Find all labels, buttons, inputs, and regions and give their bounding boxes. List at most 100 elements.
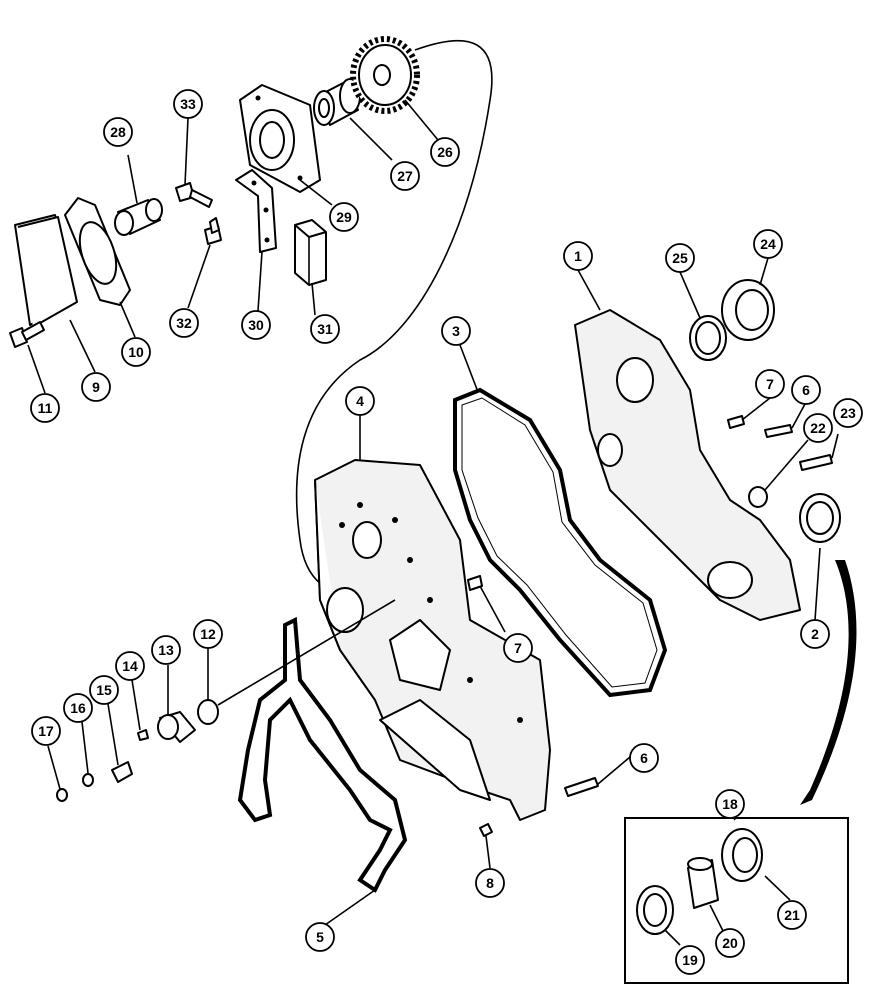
kit-seal-21 xyxy=(721,828,763,882)
callout-31: 31 xyxy=(310,314,340,344)
svg-text:29: 29 xyxy=(336,209,352,225)
callout-12: 12 xyxy=(193,619,223,649)
callout-7-lower: 7 xyxy=(503,633,533,663)
svg-text:5: 5 xyxy=(316,929,324,945)
svg-text:3: 3 xyxy=(452,323,460,339)
svg-text:18: 18 xyxy=(722,796,738,812)
svg-text:10: 10 xyxy=(128,344,144,360)
screw xyxy=(137,729,149,741)
callout-7-upper: 7 xyxy=(755,369,785,399)
bolt-33 xyxy=(175,182,213,208)
bearing xyxy=(313,78,361,126)
svg-text:17: 17 xyxy=(38,723,54,739)
bolt-7-lower xyxy=(467,575,483,591)
svg-text:13: 13 xyxy=(158,642,174,658)
bolt-6-lower xyxy=(564,777,599,797)
stud-32 xyxy=(204,217,222,245)
dowel-pin xyxy=(479,823,493,837)
svg-text:21: 21 xyxy=(784,907,800,923)
callout-18: 18 xyxy=(715,789,745,819)
svg-text:8: 8 xyxy=(486,875,494,891)
o-ring-seal xyxy=(197,699,219,725)
gear-housing xyxy=(239,84,321,193)
callout-6-upper: 6 xyxy=(791,375,821,405)
spacer-block xyxy=(294,219,327,286)
svg-text:19: 19 xyxy=(682,952,698,968)
svg-text:24: 24 xyxy=(760,236,776,252)
callout-13: 13 xyxy=(151,635,181,665)
callout-16: 16 xyxy=(63,693,93,723)
cover-plate xyxy=(14,214,78,328)
callout-28: 28 xyxy=(103,117,133,147)
svg-text:23: 23 xyxy=(840,405,856,421)
svg-text:6: 6 xyxy=(640,750,648,766)
callout-4: 4 xyxy=(345,386,375,416)
svg-text:32: 32 xyxy=(176,315,192,331)
svg-text:12: 12 xyxy=(200,626,216,642)
callout-10: 10 xyxy=(121,337,151,367)
svg-text:25: 25 xyxy=(672,250,688,266)
bolt-23 xyxy=(799,454,833,471)
svg-text:1: 1 xyxy=(574,248,582,264)
svg-text:22: 22 xyxy=(810,420,826,436)
idler-gear xyxy=(350,36,420,114)
callout-24: 24 xyxy=(753,229,783,259)
bracket xyxy=(235,169,277,253)
kit-seal-19 xyxy=(636,885,674,935)
callout-17: 17 xyxy=(31,716,61,746)
svg-text:20: 20 xyxy=(722,935,738,951)
callout-25: 25 xyxy=(665,243,695,273)
callout-27: 27 xyxy=(390,161,420,191)
rear-gasket xyxy=(237,616,408,893)
svg-text:2: 2 xyxy=(811,626,819,642)
svg-text:27: 27 xyxy=(397,168,413,184)
svg-text:28: 28 xyxy=(110,124,126,140)
callout-26: 26 xyxy=(430,137,460,167)
plug xyxy=(748,486,768,508)
callout-5: 5 xyxy=(305,922,335,952)
callout-33: 33 xyxy=(173,89,203,119)
callout-23: 23 xyxy=(833,398,863,428)
callout-19: 19 xyxy=(675,945,705,975)
front-gasket xyxy=(453,387,668,698)
svg-text:14: 14 xyxy=(122,658,138,674)
lip-seal xyxy=(721,279,775,341)
callout-1: 1 xyxy=(563,241,593,271)
front-plate xyxy=(314,459,551,821)
kit-lead-arrow xyxy=(800,560,857,805)
callout-14: 14 xyxy=(115,651,145,681)
svg-text:26: 26 xyxy=(437,144,453,160)
callout-30: 30 xyxy=(241,310,271,340)
leader-lines xyxy=(27,99,839,946)
callout-29: 29 xyxy=(329,202,359,232)
svg-text:33: 33 xyxy=(180,96,196,112)
front-gasket-inner xyxy=(461,397,658,688)
callout-11: 11 xyxy=(30,393,60,423)
svg-text:31: 31 xyxy=(317,321,333,337)
front-seal xyxy=(799,493,841,543)
callout-8: 8 xyxy=(475,868,505,898)
svg-text:7: 7 xyxy=(766,376,774,392)
callout-22: 22 xyxy=(803,413,833,443)
seal-kit-box xyxy=(624,817,849,984)
bushing xyxy=(114,198,163,236)
bolt-11 xyxy=(9,321,45,348)
bolt-6-upper xyxy=(764,424,793,438)
cap xyxy=(157,711,196,743)
callout-32: 32 xyxy=(169,308,199,338)
lead-line-26-4 xyxy=(295,39,493,594)
svg-text:30: 30 xyxy=(248,317,264,333)
lead-line-4-12 xyxy=(217,599,396,706)
gear-cover xyxy=(574,309,801,621)
svg-text:7: 7 xyxy=(514,640,522,656)
callout-2: 2 xyxy=(800,619,830,649)
svg-text:9: 9 xyxy=(92,379,100,395)
washer xyxy=(82,773,94,787)
kit-sleeve-20 xyxy=(687,857,719,909)
callout-15: 15 xyxy=(89,675,119,705)
callout-6-lower: 6 xyxy=(629,743,659,773)
callout-21: 21 xyxy=(777,900,807,930)
gasket xyxy=(64,197,131,306)
callout-3: 3 xyxy=(441,316,471,346)
